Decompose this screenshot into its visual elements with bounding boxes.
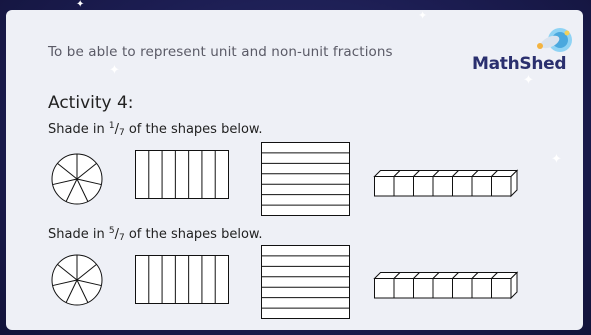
fraction-denominator: 7 <box>118 233 125 243</box>
instruction-row-1: Shade in 1/7 of the shapes below. <box>48 121 262 138</box>
star-icon: ✦ <box>523 73 534 88</box>
fraction-circle[interactable] <box>50 253 104 307</box>
star-icon: ✦ <box>418 10 428 22</box>
cube-front-face <box>393 176 414 197</box>
circle-section-line <box>76 178 102 186</box>
learning-objective: To be able to represent unit and non-uni… <box>48 44 393 60</box>
rectangle-outline <box>261 245 350 319</box>
circle-section-line <box>65 178 78 202</box>
rectangle-outline <box>261 142 350 216</box>
fraction-circle[interactable] <box>50 152 104 206</box>
instruction-prefix: Shade in <box>48 227 109 242</box>
mathshed-logo: MathShed <box>468 24 580 84</box>
cube-front-face <box>432 278 453 299</box>
logo-text: MathShed <box>472 54 567 74</box>
instruction-suffix: of the shapes below. <box>124 122 263 137</box>
circle-section-line <box>76 279 102 287</box>
cube-front-face <box>491 176 512 197</box>
fraction-numerator: 1 <box>108 121 115 131</box>
fraction-vertical-rectangle[interactable] <box>135 255 230 305</box>
circle-section-line <box>76 279 89 303</box>
circle-section-line <box>76 264 97 281</box>
fraction-cube-bar[interactable] <box>373 271 524 304</box>
rocket-icon <box>537 28 572 52</box>
fraction-horizontal-rectangle[interactable] <box>261 142 351 217</box>
circle-section-line <box>76 178 89 202</box>
activity-title: Activity 4: <box>48 93 134 113</box>
rectangle-outline <box>135 150 229 199</box>
fraction-numerator: 5 <box>108 226 115 236</box>
cube-side-face <box>510 169 518 198</box>
circle-section-line <box>52 178 78 186</box>
cube-front-face <box>374 278 395 299</box>
circle-section-line <box>76 163 97 180</box>
circle-section-line <box>57 264 78 281</box>
cube-front-face <box>413 278 434 299</box>
circle-section-line <box>65 279 78 303</box>
cube-front-face <box>432 176 453 197</box>
fraction-horizontal-rectangle[interactable] <box>261 245 351 320</box>
cube-front-face <box>413 176 434 197</box>
content-panel: ✦ ✦ ✦ ✦ To be able to represent unit and… <box>6 10 583 330</box>
cube-front-face <box>452 278 473 299</box>
fraction-slash: / <box>114 122 119 137</box>
instruction-suffix: of the shapes below. <box>124 227 263 242</box>
fraction-vertical-rectangle[interactable] <box>135 150 230 200</box>
fraction-slash: / <box>114 227 119 242</box>
star-icon: ✦ <box>76 0 85 10</box>
cube-front-face <box>374 176 395 197</box>
star-icon: ✦ <box>109 63 120 78</box>
instruction-row-2: Shade in 5/7 of the shapes below. <box>48 226 262 243</box>
circle-section-line <box>57 163 78 180</box>
cube-front-face <box>471 278 492 299</box>
star-icon: ✦ <box>551 152 562 167</box>
cube-side-face <box>510 271 518 300</box>
cube-front-face <box>452 176 473 197</box>
circle-section-line <box>52 279 78 287</box>
cube-front-face <box>471 176 492 197</box>
fraction-denominator: 7 <box>118 128 125 138</box>
cube-front-face <box>393 278 414 299</box>
cube-front-face <box>491 278 512 299</box>
instruction-prefix: Shade in <box>48 122 109 137</box>
rectangle-outline <box>135 255 229 304</box>
fraction-cube-bar[interactable] <box>373 169 524 202</box>
